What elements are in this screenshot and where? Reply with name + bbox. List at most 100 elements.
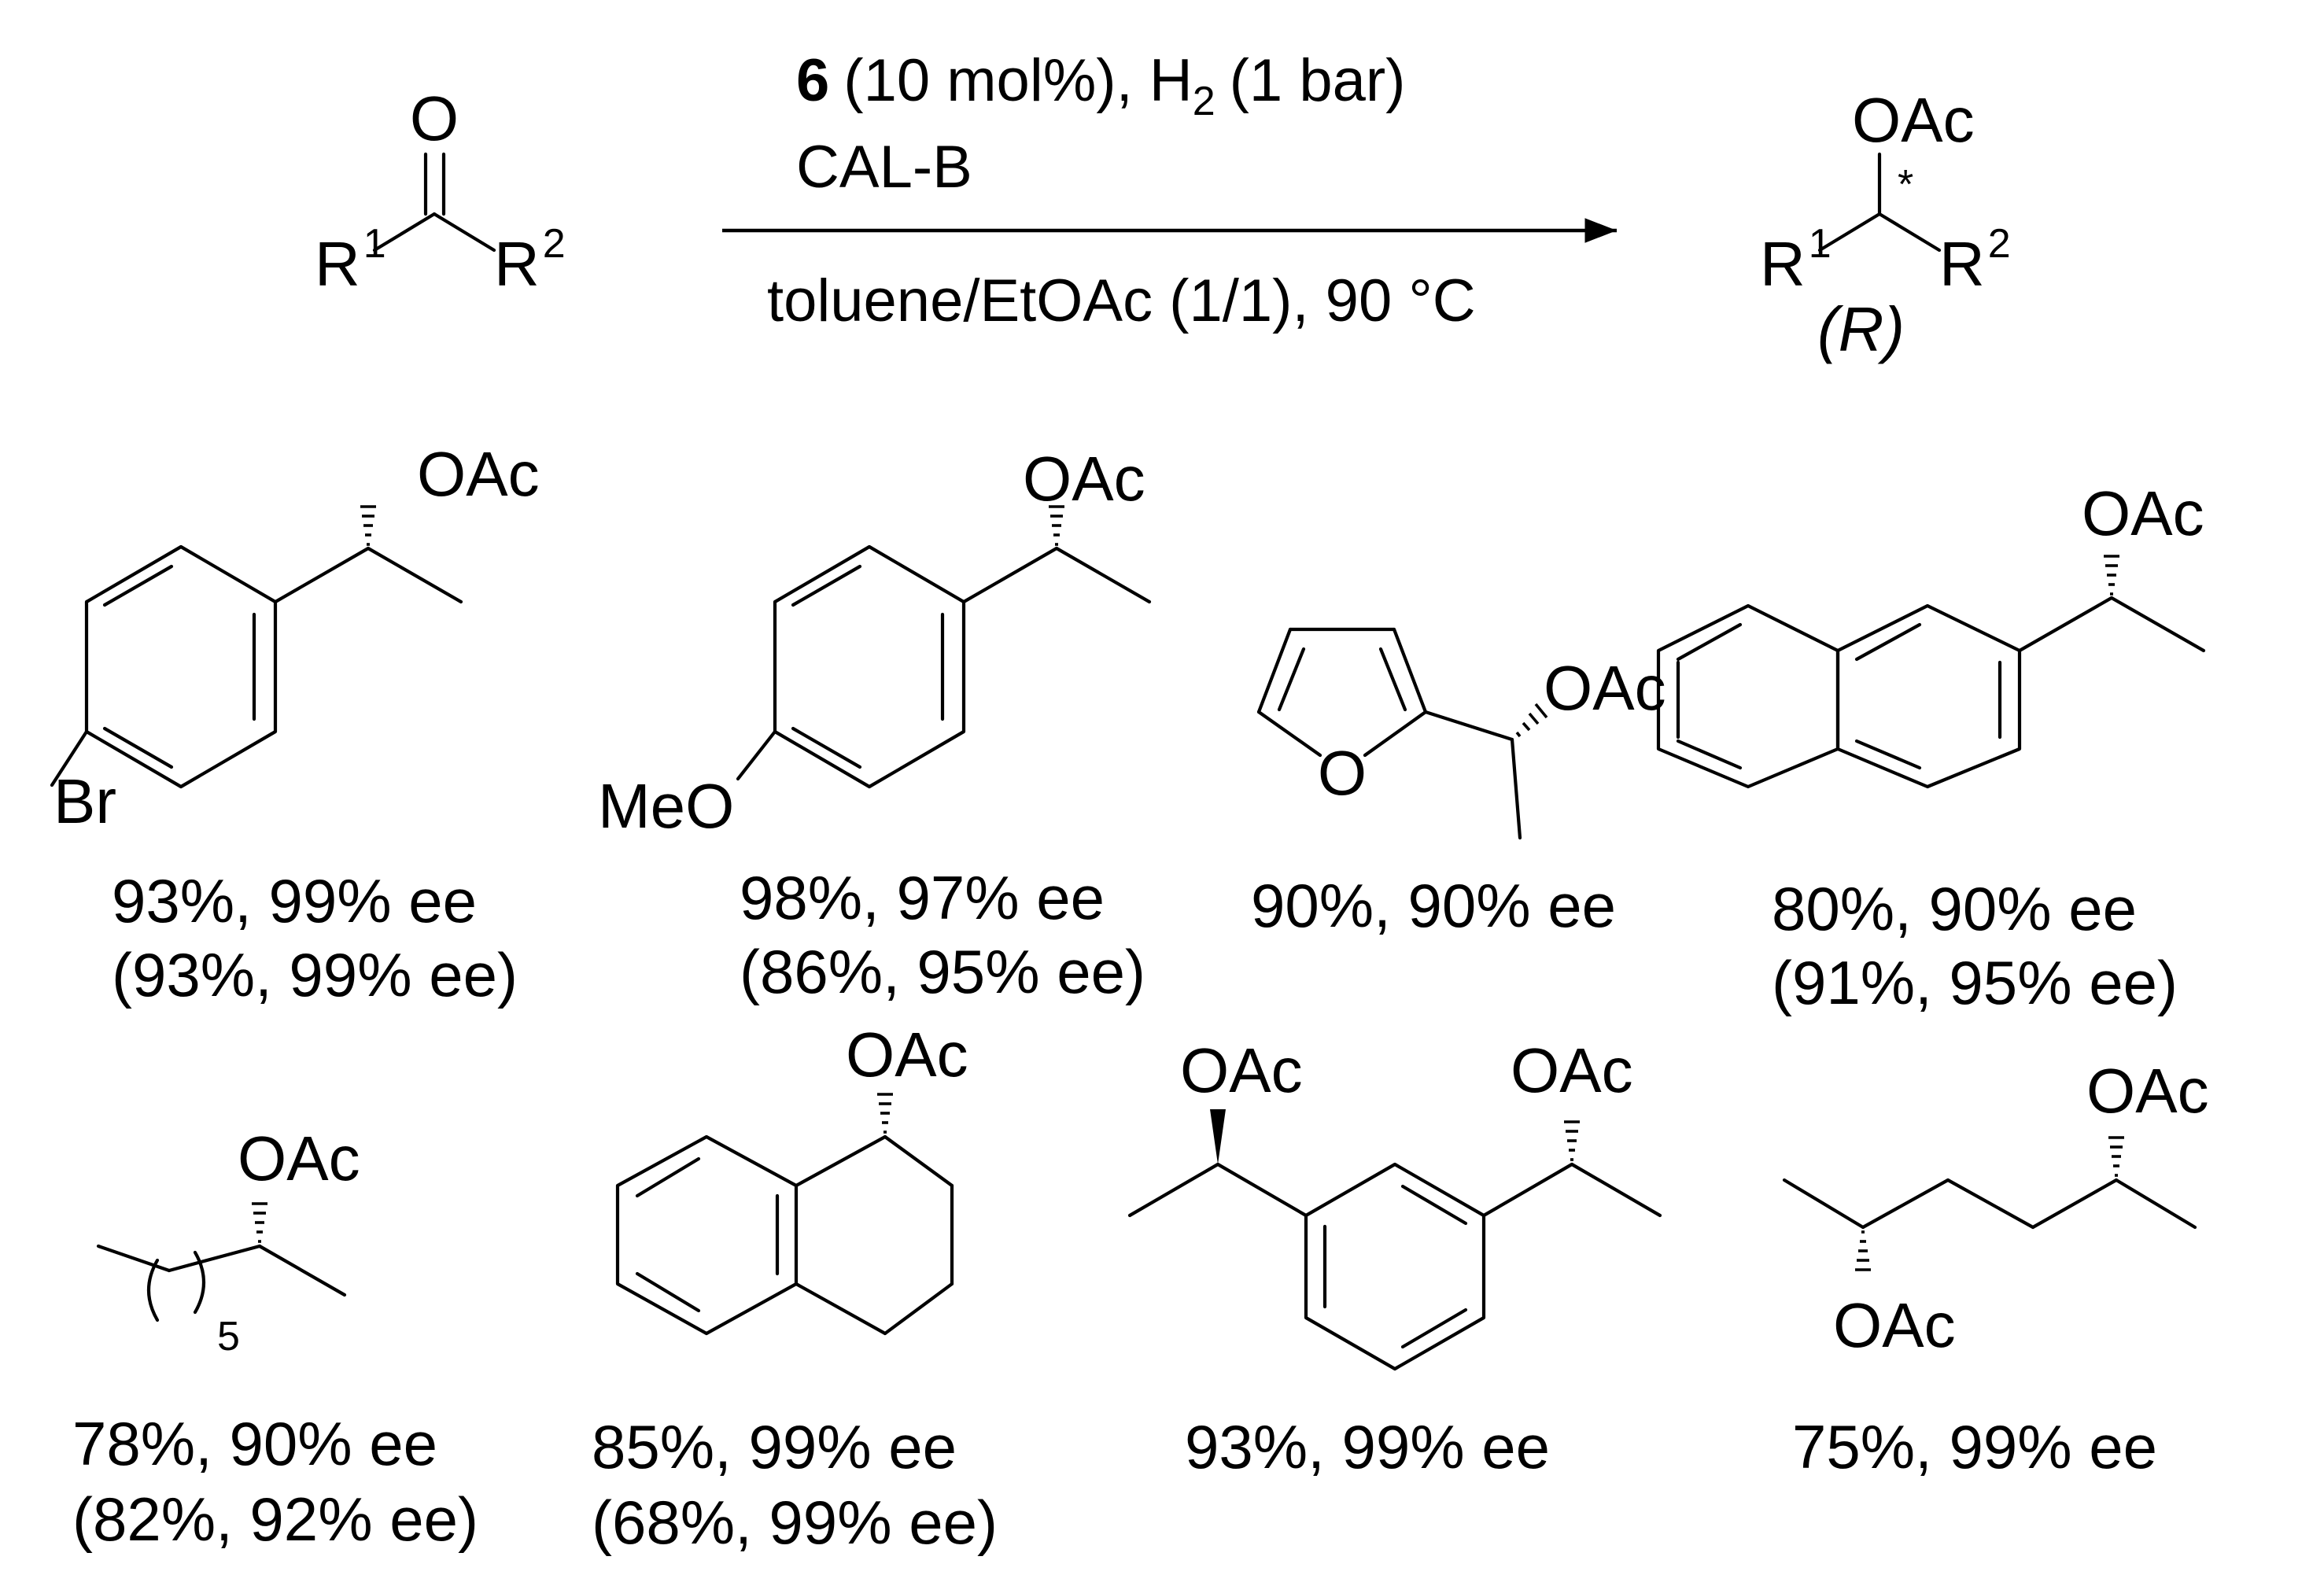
hashed-wedge: [1049, 505, 1064, 546]
carbonyl-oxygen-label: O: [410, 83, 459, 153]
product-hexanediyl-diacetate: OAc OAc 75%, 99% ee: [1782, 1056, 2209, 1481]
yield-ee-result: 85%, 99% ee: [592, 1412, 957, 1481]
aromatic-bond: [791, 564, 862, 607]
product-naphthyl: OAc 80%, 90% ee (91%, 95% ee): [1656, 478, 2206, 1017]
chain-bond: [1861, 1178, 1950, 1230]
yield-ee-result: 98%, 97% ee: [740, 863, 1105, 932]
configuration-label: (R): [1817, 294, 1905, 364]
repeat-count: 5: [217, 1314, 240, 1359]
bond-c-r2: [432, 212, 496, 253]
meo-label: MeO: [598, 771, 734, 841]
conditions-line-2: CAL-B: [796, 134, 972, 201]
saturated-ring-bond: [794, 1282, 887, 1336]
bond-methyl: [1510, 737, 1522, 840]
product-phenylene-bisacetate: OAc OAc 93%, 99% ee: [1127, 1035, 1662, 1481]
product-methoxyphenyl: OAc MeO 98%, 97% ee (86%, 95% ee): [598, 444, 1152, 1006]
bond-ring-stereocenter-left: [1215, 1162, 1308, 1218]
bond-ring-stereocenter: [794, 1134, 887, 1188]
furan-bond: [1392, 627, 1428, 714]
chain-bond: [167, 1244, 262, 1273]
benzene-ring: [84, 544, 278, 789]
furan-bond-o: [1256, 710, 1322, 758]
furan-double-bond: [1277, 647, 1306, 712]
aromatic-bond: [1676, 739, 1743, 770]
furan-bond: [1256, 627, 1293, 714]
yield-ee-result: 80%, 90% ee: [1772, 874, 2137, 943]
solid-wedge: [1210, 1109, 1226, 1164]
r1-label: R1: [315, 221, 386, 299]
bond-c-r1: [372, 212, 437, 253]
bond-ring-stereocenter-right: [1481, 1162, 1574, 1218]
furan-double-bond: [1378, 647, 1407, 712]
hashed-wedge: [2104, 555, 2119, 596]
bond-ring-ome: [736, 729, 777, 781]
saturated-ring-bond: [883, 1134, 954, 1188]
bond-ring-stereocenter: [2017, 596, 2114, 653]
aromatic-bond: [1400, 1184, 1468, 1226]
bond-ring-stereocenter: [1423, 710, 1514, 742]
yield-ee-result: 93%, 99% ee: [1185, 1412, 1550, 1481]
aromatic-bond: [635, 1156, 701, 1198]
yield-ee-result: 75%, 99% ee: [1792, 1412, 2157, 1481]
reaction-conditions: 6(10 mol%), H2(1 bar) CAL-B toluene/EtOA…: [722, 47, 1617, 334]
yield-ee-result: 78%, 90% ee: [72, 1409, 437, 1478]
yield-ee-result-alt: (91%, 95% ee): [1772, 948, 2178, 1017]
oac-label: OAc: [846, 1020, 968, 1090]
bond-methyl-left: [1127, 1162, 1220, 1218]
bond-ring-stereocenter: [961, 546, 1059, 604]
bond-methyl: [257, 1244, 347, 1297]
product-bromophenyl: OAc Br 93%, 99% ee (93%, 99% ee): [50, 439, 540, 1009]
hashed-wedge: [1515, 703, 1548, 738]
oac-label-left: OAc: [1180, 1035, 1303, 1105]
bond-methyl: [1054, 546, 1152, 604]
oac-label: OAc: [417, 439, 540, 509]
bond-methyl: [2109, 596, 2206, 653]
product-acetate: OAc * R1 R2 (R): [1760, 85, 2011, 364]
yield-ee-result-alt: (93%, 99% ee): [112, 940, 518, 1009]
product-tetralinyl: OAc 85%, 99% ee (68%, 99% ee): [592, 1020, 998, 1557]
naphthalene-ring-right: [1835, 603, 2022, 789]
br-label: Br: [53, 766, 116, 836]
yield-ee-result: 93%, 99% ee: [112, 866, 477, 935]
chain-bond: [96, 1244, 172, 1273]
yield-ee-result: 90%, 90% ee: [1251, 871, 1616, 940]
aromatic-bond: [791, 726, 862, 769]
aromatic-bond: [635, 1271, 701, 1313]
aromatic-ring: [615, 1134, 799, 1336]
oac-label-bottom: OAc: [1833, 1290, 1956, 1360]
aromatic-bond: [1854, 622, 1922, 662]
yield-ee-result-alt: (86%, 95% ee): [740, 937, 1145, 1006]
stereocenter-star: *: [1898, 162, 1913, 208]
benzene-ring: [1304, 1162, 1486, 1371]
hashed-wedge-bottom: [1855, 1230, 1871, 1271]
saturated-ring-bond: [883, 1282, 954, 1336]
conditions-line-3: toluene/EtOAc (1/1), 90 °C: [767, 267, 1476, 334]
furan-bond-o: [1363, 710, 1428, 758]
bond-ring-br: [50, 729, 89, 787]
oac-label: OAc: [238, 1123, 360, 1193]
reactant-ketone: O R1 R2: [315, 83, 566, 299]
benzene-ring: [773, 544, 966, 789]
bond-c-r2: [1877, 212, 1942, 253]
aromatic-bond: [102, 726, 174, 769]
yield-ee-result-alt: (68%, 99% ee): [592, 1488, 998, 1557]
hashed-wedge-top: [2108, 1136, 2124, 1177]
conditions-line-1: 6(10 mol%), H2(1 bar): [796, 47, 1405, 124]
oac-label: OAc: [1023, 444, 1145, 514]
bond-methyl: [366, 546, 463, 604]
oac-label: OAc: [1544, 653, 1666, 723]
hashed-wedge: [1564, 1120, 1580, 1161]
ring-oxygen-label: O: [1318, 738, 1367, 808]
chain-bond: [2114, 1178, 2197, 1230]
repeat-bracket-right: [193, 1250, 206, 1315]
chain-bond: [1782, 1178, 1865, 1230]
r2-label: R2: [1939, 221, 2011, 299]
aromatic-bond: [1400, 1308, 1468, 1349]
hashed-wedge: [360, 505, 376, 546]
product-furyl: O OAc 90%, 90% ee: [1251, 627, 1666, 940]
bond-methyl-right: [1570, 1162, 1662, 1218]
bond-c-r1: [1817, 212, 1882, 253]
oac-label: OAc: [2082, 478, 2204, 548]
